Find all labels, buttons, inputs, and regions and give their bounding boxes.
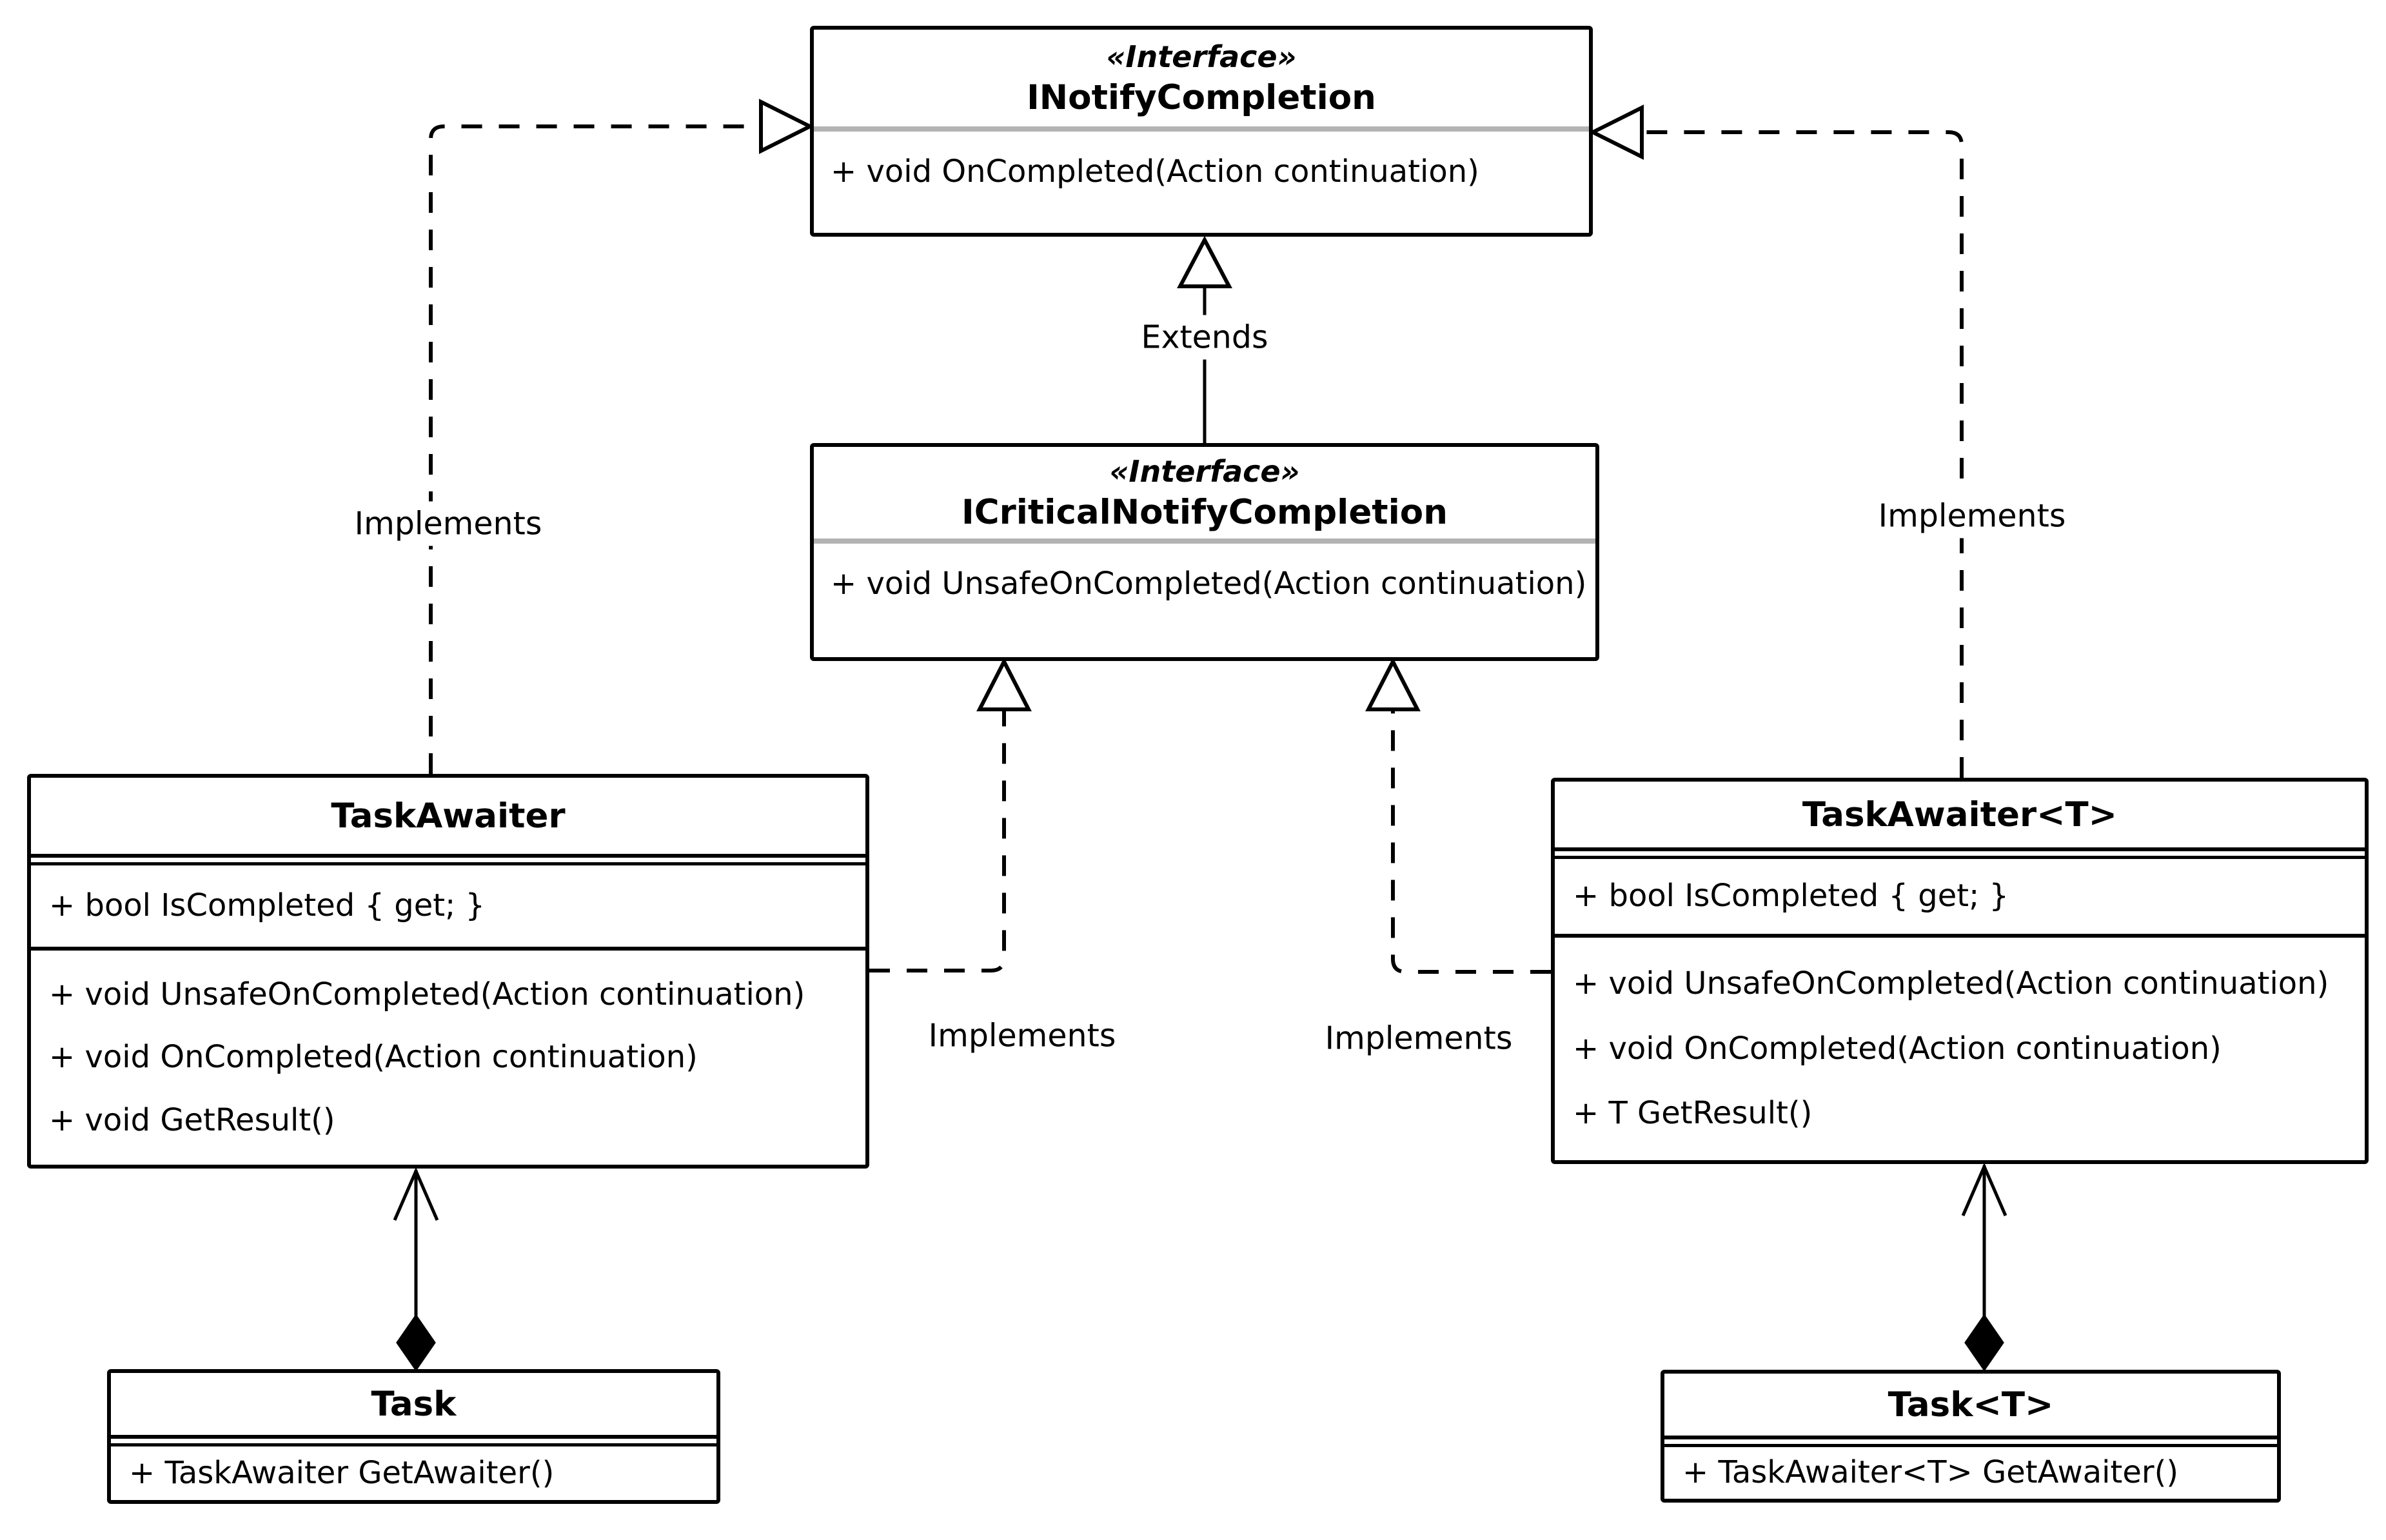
composition-diamond — [396, 1314, 436, 1372]
class-box-taskawaiter-t: TaskAwaiter<T> + bool IsCompleted { get;… — [1551, 778, 2369, 1164]
implements-label: Implements — [1864, 493, 2080, 538]
class-compartments: + TaskAwaiter<T> GetAwaiter() — [1664, 1444, 2277, 1499]
methods-compartment: + TaskAwaiter GetAwaiter() — [111, 1446, 716, 1500]
interface-box-inotifycompletion: «Interface» INotifyCompletion + void OnC… — [810, 26, 1593, 237]
interface-box-icriticalnotifycompletion: «Interface» ICriticalNotifyCompletion + … — [810, 443, 1599, 661]
interface-name: ICriticalNotifyCompletion — [961, 492, 1448, 532]
class-compartments: + bool IsCompleted { get; } + void Unsaf… — [1555, 856, 2365, 1160]
method-label: + T GetResult() — [1573, 1095, 1813, 1132]
class-compartments: + TaskAwaiter GetAwaiter() — [111, 1443, 716, 1500]
open-arrowhead — [393, 1167, 439, 1221]
implements-label: Implements — [1310, 1016, 1527, 1061]
method-label: + TaskAwaiter GetAwaiter() — [129, 1454, 555, 1491]
methods-compartment: + TaskAwaiter<T> GetAwaiter() — [1664, 1447, 2277, 1499]
hollow-triangle-arrowhead — [1365, 657, 1421, 711]
method-label: + void OnCompleted(Action continuation) — [1573, 1030, 2222, 1067]
hollow-triangle-arrowhead — [1588, 104, 1644, 160]
class-box-task-t: Task<T> + TaskAwaiter<T> GetAwaiter() — [1661, 1370, 2281, 1503]
method-label: + void OnCompleted(Action continuation) — [49, 1039, 698, 1076]
implements-edge-taskawaiter-icritical — [869, 711, 1006, 972]
class-compartments: + bool IsCompleted { get; } + void Unsaf… — [31, 862, 865, 1165]
hollow-triangle-arrowhead — [1177, 235, 1232, 288]
method-label: + void UnsafeOnCompleted(Action continua… — [1573, 965, 2329, 1002]
class-name: Task<T> — [1664, 1374, 2277, 1439]
method-label: + void GetResult() — [49, 1101, 335, 1138]
implements-edge-taskawaiter-inotifycompletion — [429, 124, 760, 774]
class-name: Task — [111, 1373, 716, 1439]
property-label: + bool IsCompleted { get; } — [49, 887, 486, 924]
stereotype-label: «Interface» — [1106, 39, 1297, 74]
class-name: TaskAwaiter<T> — [1555, 782, 2365, 851]
method-label: + TaskAwaiter<T> GetAwaiter() — [1682, 1454, 2179, 1491]
implements-label: Implements — [914, 1013, 1130, 1058]
class-box-task: Task + TaskAwaiter GetAwaiter() — [107, 1369, 720, 1504]
properties-compartment: + bool IsCompleted { get; } — [1555, 859, 2365, 938]
implements-label: Implements — [340, 501, 557, 546]
interface-header: «Interface» ICriticalNotifyCompletion — [814, 447, 1595, 538]
methods-compartment: + void UnsafeOnCompleted(Action continua… — [1555, 938, 2365, 1160]
implements-edge-taskawaiter-t-icritical — [1391, 711, 1551, 974]
method-label: + void UnsafeOnCompleted(Action continua… — [831, 566, 1587, 602]
properties-compartment: + bool IsCompleted { get; } — [31, 865, 865, 951]
class-name: TaskAwaiter — [31, 778, 865, 858]
interface-header: «Interface» INotifyCompletion — [814, 30, 1589, 126]
open-arrowhead — [1961, 1162, 2007, 1216]
hollow-triangle-arrowhead — [976, 657, 1032, 711]
composition-diamond — [1964, 1314, 2004, 1372]
stereotype-label: «Interface» — [1109, 453, 1300, 489]
extends-label: Extends — [1127, 315, 1283, 360]
property-label: + bool IsCompleted { get; } — [1573, 878, 2009, 914]
method-label: + void OnCompleted(Action continuation) — [831, 153, 1479, 190]
methods-compartment: + void UnsafeOnCompleted(Action continua… — [814, 544, 1595, 657]
method-label: + void UnsafeOnCompleted(Action continua… — [49, 976, 805, 1012]
methods-compartment: + void UnsafeOnCompleted(Action continua… — [31, 951, 865, 1165]
compartment-divider — [814, 126, 1589, 132]
class-box-taskawaiter: TaskAwaiter + bool IsCompleted { get; } … — [27, 774, 869, 1169]
interface-name: INotifyCompletion — [1027, 77, 1376, 117]
hollow-triangle-arrowhead — [759, 99, 814, 154]
compartment-divider — [814, 538, 1595, 544]
implements-edge-taskawaiter-t-inotifycompletion — [1643, 130, 1964, 778]
methods-compartment: + void OnCompleted(Action continuation) — [814, 132, 1589, 233]
